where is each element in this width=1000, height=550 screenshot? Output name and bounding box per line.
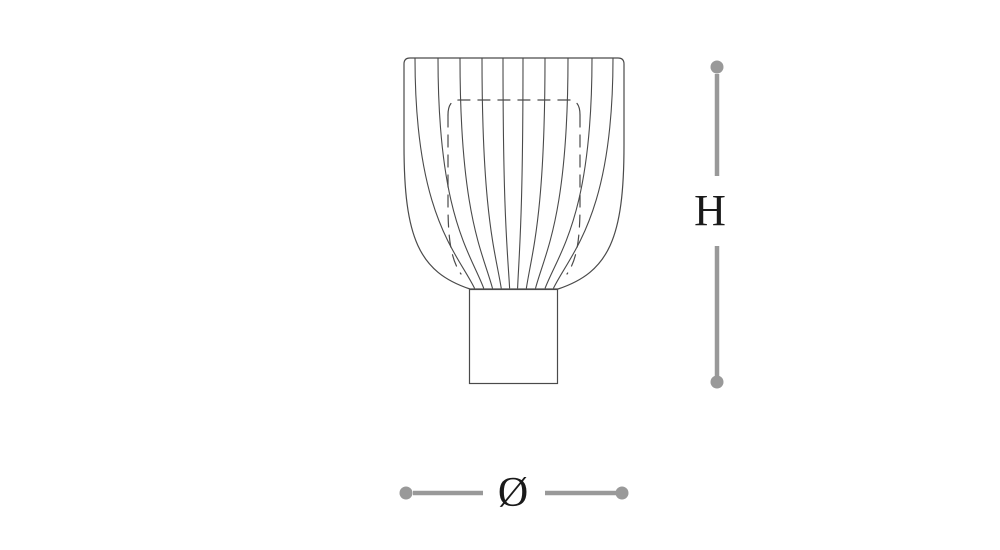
shade-rib (459, 57, 493, 289)
diffuser-right-edge (566, 114, 581, 275)
diameter-dimension-right-dot (615, 486, 629, 500)
shade-rib (502, 57, 511, 289)
shade-ribs (414, 57, 614, 289)
shade-rib (525, 57, 546, 289)
diffuser-left-edge (447, 114, 462, 275)
height-dimension-bottom-dot (710, 375, 724, 389)
lamp-drawing (403, 57, 625, 385)
shade-rib (481, 57, 502, 289)
diffuser-top-edge (447, 99, 581, 116)
shade-rib (544, 57, 593, 289)
shade-rib (517, 57, 524, 289)
shade-rib (414, 57, 475, 289)
shade-rib (437, 57, 485, 289)
shade-rib (553, 57, 614, 289)
height-dimension-top-dot (710, 60, 724, 74)
diameter-dimension-label: Ø (497, 470, 529, 516)
height-dimension-label: H (694, 186, 726, 235)
inner-diffuser-dashed-outline (447, 99, 581, 275)
height-dimension (710, 60, 724, 389)
shade-rib (535, 57, 569, 289)
diameter-dimension-left-dot (399, 486, 413, 500)
diameter-dimension (399, 486, 629, 500)
lamp-base (468, 288, 559, 385)
